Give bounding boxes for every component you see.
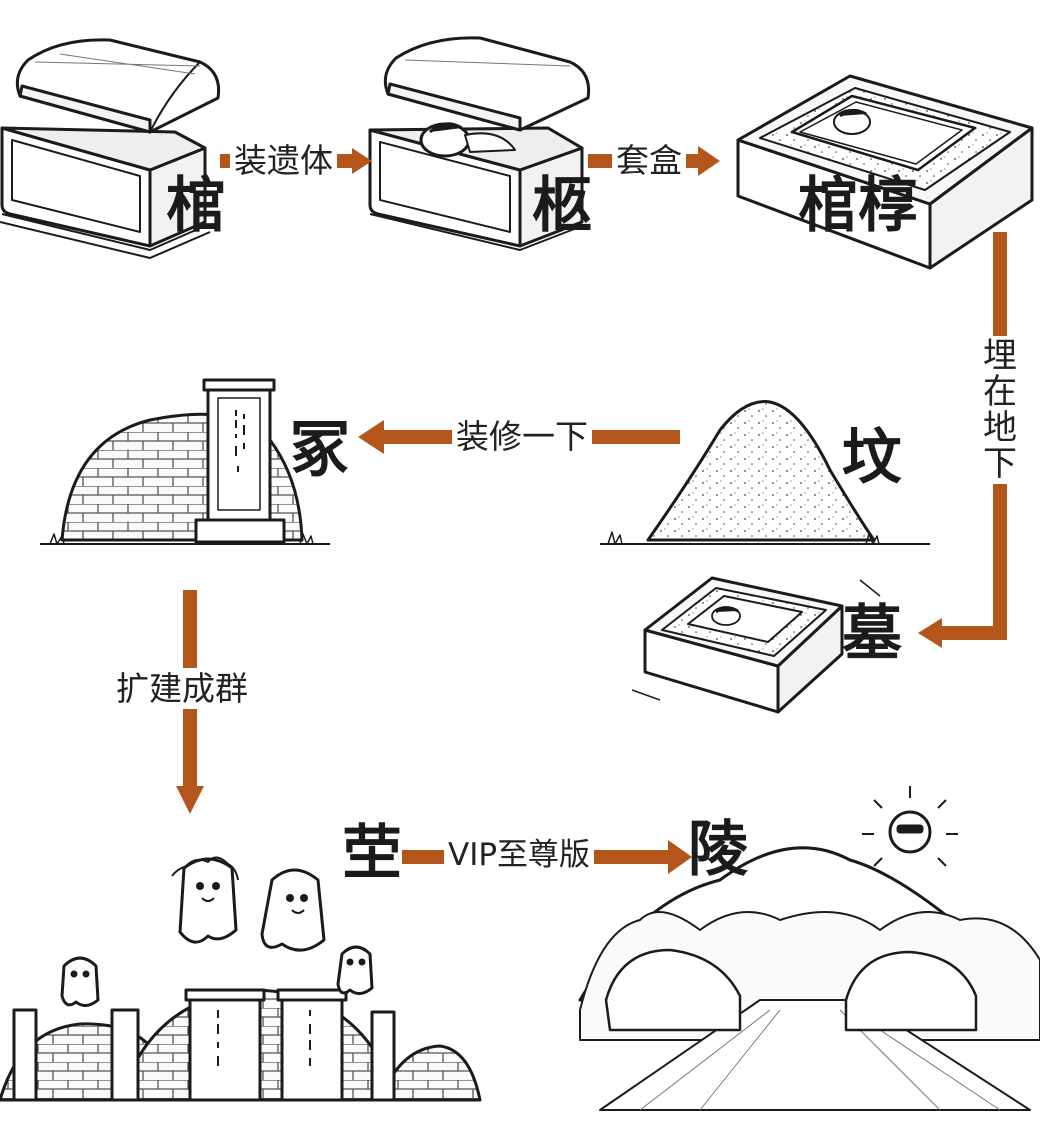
stage-label-mu: 墓 xyxy=(842,599,902,669)
bury-char-2: 在 xyxy=(983,372,1017,413)
stage-label-guan: 棺 xyxy=(166,171,226,241)
brick-tomb-with-tablet-illustration xyxy=(40,378,330,545)
bury-char-4: 下 xyxy=(983,444,1017,485)
bury-char-1: 埋 xyxy=(983,336,1017,376)
transition-label-add-box: 套盒 xyxy=(612,144,686,177)
stage-label-ying: 茔 xyxy=(342,819,402,889)
imperial-mausoleum-illustration xyxy=(578,786,1040,1111)
bury-char-3: 地 xyxy=(983,408,1017,449)
outer-box-coffin-illustration xyxy=(736,74,1034,270)
cemetery-group-illustration xyxy=(0,856,482,1102)
stage-label-fen: 坟 xyxy=(842,423,902,493)
transition-label-vip: VIP至尊版 xyxy=(444,840,595,871)
stage-label-guanguo: 棺椁 xyxy=(798,171,918,241)
stage-label-ling: 陵 xyxy=(688,815,748,885)
earth-mound-illustration xyxy=(600,400,930,545)
stage-label-jiu: 柩 xyxy=(532,171,592,241)
empty-coffin-illustration xyxy=(0,38,221,259)
transition-label-decorate: 装修一下 xyxy=(452,420,592,453)
transition-label-bury: 埋 在 地 下 xyxy=(980,336,1020,485)
buried-tomb-illustration xyxy=(631,576,881,714)
stage-label-zhong: 冢 xyxy=(290,415,350,485)
coffin-with-body-illustration xyxy=(368,36,591,251)
transition-label-expand: 扩建成群 xyxy=(114,668,250,709)
transition-label-load-body: 装遗体 xyxy=(230,144,337,177)
